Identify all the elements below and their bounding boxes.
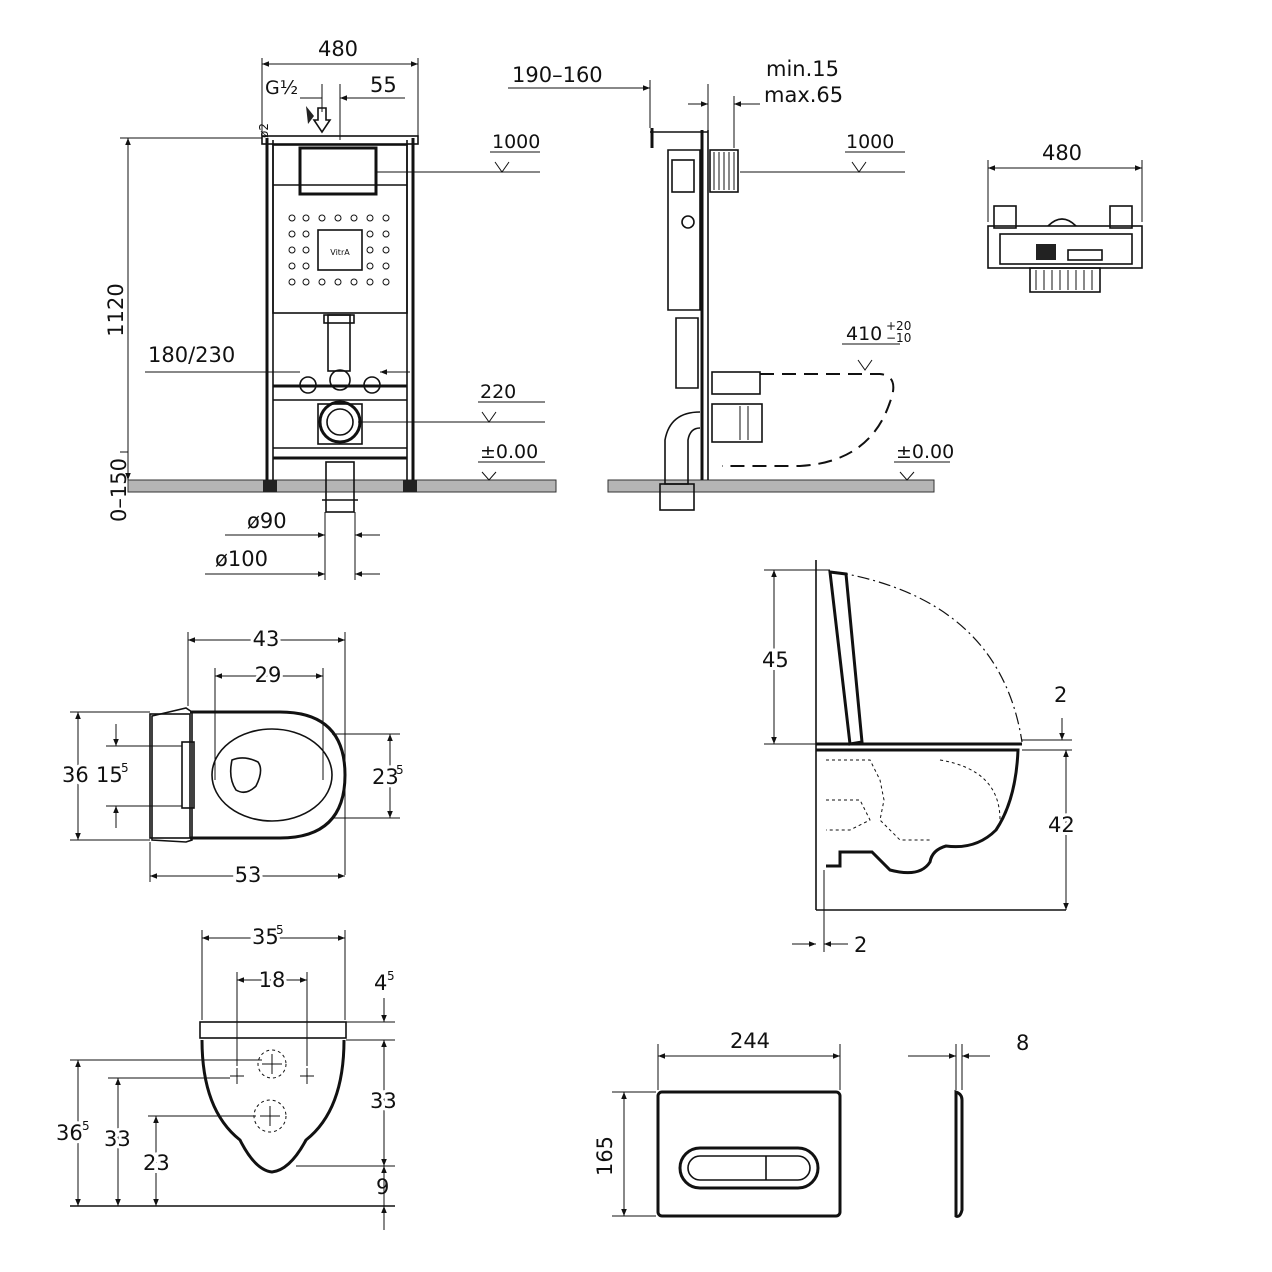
bowl-body xyxy=(816,748,1020,875)
svg-text:5: 5 xyxy=(121,761,129,775)
dim-bolt-height: 33 xyxy=(104,1127,131,1151)
flush-plate xyxy=(656,1090,842,1218)
dim-water-thread: G½ xyxy=(265,77,298,99)
dim-bolt-to-bottom: 33 xyxy=(370,1089,397,1113)
dim-wall-max: max.65 xyxy=(764,83,843,107)
dim-outlet-height: 23 xyxy=(143,1151,170,1175)
dim-inlet-offset: 55 xyxy=(370,73,397,97)
dim-bowl-inner-29: 29 xyxy=(255,663,282,687)
dim-wall-min: min.15 xyxy=(766,57,839,81)
svg-text:5: 5 xyxy=(82,1119,90,1133)
dim-bowl-width-43: 43 xyxy=(253,627,280,651)
svg-text:ø2: ø2 xyxy=(257,123,271,138)
dim-pipe-100: ø100 xyxy=(215,547,268,571)
dim-bolt-spacing: 18 xyxy=(259,968,286,992)
bowl-rear-outline xyxy=(200,1039,346,1174)
dim-side-level-top: 1000 xyxy=(846,131,894,153)
bowl-rear-view: 35 5 18 4 5 33 9 36 5 33 23 xyxy=(53,922,400,1230)
fixing-bolt-left xyxy=(299,376,317,394)
svg-text:−10: −10 xyxy=(886,331,911,345)
dim-opening: 23 xyxy=(372,765,399,789)
svg-text:+20: +20 xyxy=(886,319,911,333)
bowl-side-view: 45 2 42 2 xyxy=(759,560,1078,957)
bowl-outline-dashed xyxy=(722,373,895,467)
floor-slab-side xyxy=(607,479,935,493)
dim-top-width: 480 xyxy=(1042,141,1082,165)
dim-depth-range: 190–160 xyxy=(512,63,603,87)
dim-gap-top: 2 xyxy=(1054,683,1067,707)
flush-plate-view: 244 165 8 xyxy=(593,1029,1029,1218)
bowl-lid xyxy=(828,570,864,746)
dim-seat-depth: 15 xyxy=(96,763,123,787)
brand-logo: VitrA xyxy=(330,248,350,257)
frame-top-view: 480 xyxy=(987,141,1143,293)
dim-bowl-height: 410 xyxy=(846,323,882,345)
svg-text:5: 5 xyxy=(276,923,284,937)
frame-front-view: ø2 VitrA xyxy=(104,37,557,580)
cistern-dot-pattern xyxy=(288,214,390,286)
dim-pipe-90: ø90 xyxy=(247,509,287,533)
dim-side-level-zero: ±0.00 xyxy=(896,441,954,463)
dim-bowl-length-53: 53 xyxy=(235,863,262,887)
dim-level-zero: ±0.00 xyxy=(480,441,538,463)
frame-side-view: 190–160 min.15 max.65 1000 410 +20 −10 ±… xyxy=(508,57,954,511)
dim-total-height: 36 xyxy=(56,1121,83,1145)
dim-bottom-gap: 9 xyxy=(376,1175,389,1199)
dim-rear-width: 35 xyxy=(252,925,279,949)
flush-opening xyxy=(298,146,378,196)
dim-bowl-height-42: 42 xyxy=(1048,813,1075,837)
dim-floor-range: 0–150 xyxy=(107,458,131,522)
dim-fixing-spacing: 180/230 xyxy=(148,343,235,367)
dim-rim: 4 xyxy=(374,971,387,995)
dim-drain-level: 220 xyxy=(480,381,516,403)
dim-level-top: 1000 xyxy=(492,131,540,153)
lid-swing-arc xyxy=(835,571,1023,743)
svg-text:5: 5 xyxy=(387,969,395,983)
drain-connection xyxy=(318,400,362,444)
dim-plate-depth: 8 xyxy=(1016,1031,1029,1055)
fixing-bolt-right xyxy=(363,376,381,394)
flush-plate-profile xyxy=(954,1089,964,1218)
dim-bowl-depth-36: 36 xyxy=(62,763,89,787)
dim-wall-gap: 2 xyxy=(854,933,867,957)
svg-text:5: 5 xyxy=(396,763,404,777)
dim-frame-height: 1120 xyxy=(104,283,128,336)
water-inlet-icon xyxy=(306,106,314,124)
flush-buttons xyxy=(678,1146,820,1190)
floor-slab xyxy=(127,479,557,493)
bowl-top-view: 43 29 53 36 15 5 23 5 xyxy=(59,624,404,890)
dim-lid-height: 45 xyxy=(762,648,789,672)
dim-plate-height: 165 xyxy=(593,1136,617,1176)
cistern-body xyxy=(272,144,408,314)
bowl-top-outline xyxy=(190,710,347,840)
dim-frame-width: 480 xyxy=(318,37,358,61)
dim-plate-width: 244 xyxy=(730,1029,770,1053)
